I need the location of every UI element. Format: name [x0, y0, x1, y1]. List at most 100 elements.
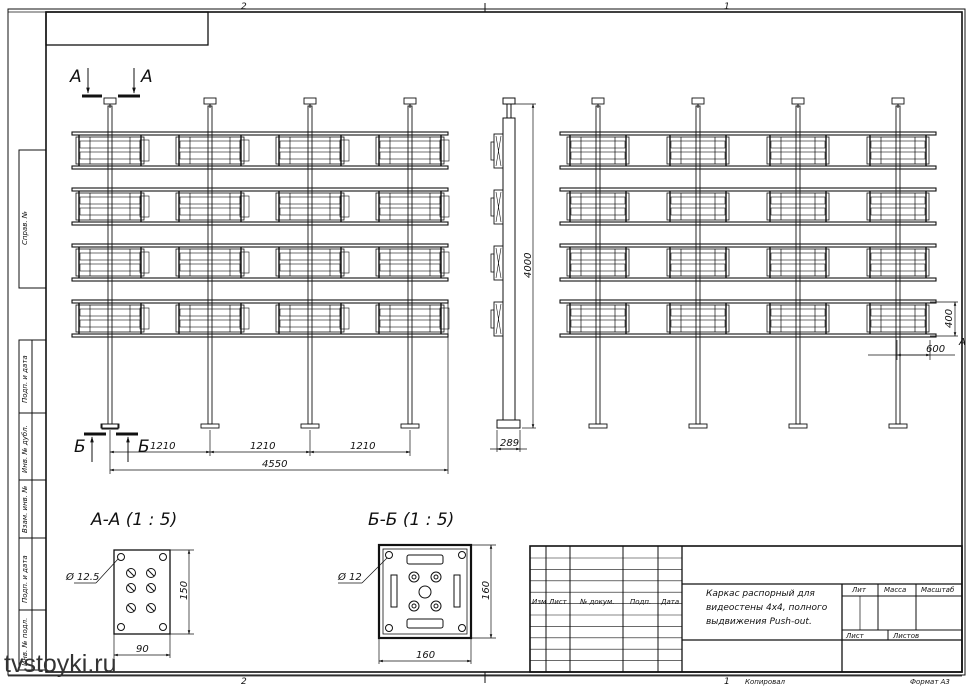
dim-total-width: 4550: [262, 459, 287, 470]
bracket-arm-upper: [179, 140, 241, 149]
strip-label-repl: Взам. инв. №: [21, 485, 29, 533]
strip-label-ref: Справ. №: [21, 211, 29, 245]
column-foot: [888, 423, 908, 429]
bracket-arm-upper: [279, 196, 341, 205]
mount-bracket: [566, 192, 630, 221]
side-view: [490, 97, 521, 429]
rear-side-mark: А: [958, 337, 966, 348]
column-pole: [695, 105, 701, 425]
mount-bracket: [566, 304, 630, 333]
bracket-arm-upper: [570, 252, 626, 261]
strip-label-sign-1: Подп. и дата: [21, 355, 29, 403]
tb-header-sign: Подп.: [630, 598, 651, 606]
side-bracket-knob: [490, 309, 495, 329]
section-a-hole-dim: Ø 12.5: [65, 571, 99, 583]
bracket-arm-lower: [179, 151, 241, 160]
mount-bracket: [275, 304, 345, 333]
tb-lit-label: Лит: [851, 586, 867, 594]
bracket-arm-lower: [570, 151, 626, 160]
bracket-arm-upper: [79, 196, 141, 205]
side-bracket-hatch: [495, 303, 502, 335]
tb-name-line-2: видеостены 4х4, полного: [706, 603, 828, 613]
bracket-side-plate: [139, 307, 150, 330]
strip-label-inv-orig: Инв. № подл.: [21, 618, 29, 666]
mount-bracket: [666, 248, 730, 277]
bracket-arm-upper: [379, 196, 441, 205]
mount-rail-top: [71, 299, 449, 304]
mount-rail-bottom: [71, 277, 449, 282]
section-b-left-letter: Б: [74, 437, 86, 457]
bracket-arm-lower: [570, 319, 626, 328]
bracket-arm-upper: [379, 140, 441, 149]
bracket-arm-lower: [179, 207, 241, 216]
bracket-arm-upper: [79, 308, 141, 317]
tb-sheets-label: Листов: [892, 632, 919, 640]
bracket-arm-lower: [279, 151, 341, 160]
bracket-arm-upper: [870, 308, 926, 317]
mount-bracket: [566, 136, 630, 165]
bracket-arm-lower: [770, 207, 826, 216]
tb-header-date: Дата: [660, 598, 679, 606]
mount-bracket: [175, 304, 245, 333]
side-top-cap: [502, 97, 516, 105]
bracket-arm-lower: [79, 263, 141, 272]
bracket-arm-upper: [870, 140, 926, 149]
bracket-arm-lower: [179, 263, 241, 272]
bracket-arm-upper: [870, 252, 926, 261]
bracket-arm-upper: [770, 308, 826, 317]
side-dimensions: [490, 103, 536, 452]
mount-bracket: [375, 192, 445, 221]
column-top-cap: [203, 97, 217, 105]
section-cut-a: [82, 68, 140, 98]
column-pole: [307, 105, 313, 425]
mount-bracket: [175, 136, 245, 165]
bracket-arm-lower: [279, 319, 341, 328]
section-b-title: Б-Б (1 : 5): [368, 510, 454, 530]
column-pole: [595, 105, 601, 425]
mount-rail-top: [71, 131, 449, 136]
mount-bracket: [275, 136, 345, 165]
bracket-side-plate: [339, 195, 350, 218]
tb-scale-label: Масштаб: [921, 586, 955, 594]
column-top-cap: [403, 97, 417, 105]
side-bracket-knob: [490, 253, 495, 273]
mount-bracket: [75, 136, 145, 165]
side-bracket-hatch: [495, 191, 502, 223]
mount-bracket: [666, 192, 730, 221]
bracket-arm-upper: [670, 196, 726, 205]
side-bracket-knob: [490, 141, 495, 161]
tb-header-list: Лист: [548, 598, 568, 606]
strip-label-inv-dup: Инв. № дубл.: [21, 425, 29, 473]
rear-view: [559, 97, 937, 429]
bracket-arm-lower: [770, 151, 826, 160]
footer-copied: Копировал: [745, 678, 786, 686]
bracket-arm-lower: [670, 319, 726, 328]
bracket-side-plate: [239, 307, 250, 330]
mount-rail-bottom: [559, 277, 937, 282]
mount-bracket: [175, 192, 245, 221]
tb-header-doc: № докум.: [579, 598, 615, 606]
bracket-arm-lower: [870, 207, 926, 216]
mount-bracket: [866, 248, 930, 277]
mount-bracket: [375, 304, 445, 333]
rear-dimensions: [868, 301, 958, 360]
mount-bracket: [766, 304, 830, 333]
mount-rail-top: [559, 131, 937, 136]
mount-rail-top: [71, 243, 449, 248]
bracket-arm-lower: [570, 263, 626, 272]
dim-span-2: 1210: [250, 441, 275, 452]
mount-bracket: [566, 248, 630, 277]
bracket-side-plate: [439, 139, 450, 162]
bracket-arm-upper: [279, 252, 341, 261]
bracket-arm-lower: [870, 151, 926, 160]
bracket-arm-lower: [570, 207, 626, 216]
strip-label-sign-2: Подп. и дата: [21, 555, 29, 603]
bracket-arm-upper: [870, 196, 926, 205]
mount-bracket: [275, 248, 345, 277]
column-foot: [300, 423, 320, 429]
column-top-cap: [691, 97, 705, 105]
sheet-frame: [7, 3, 966, 683]
mount-bracket: [666, 136, 730, 165]
column-pole: [107, 105, 113, 425]
bracket-arm-upper: [570, 140, 626, 149]
